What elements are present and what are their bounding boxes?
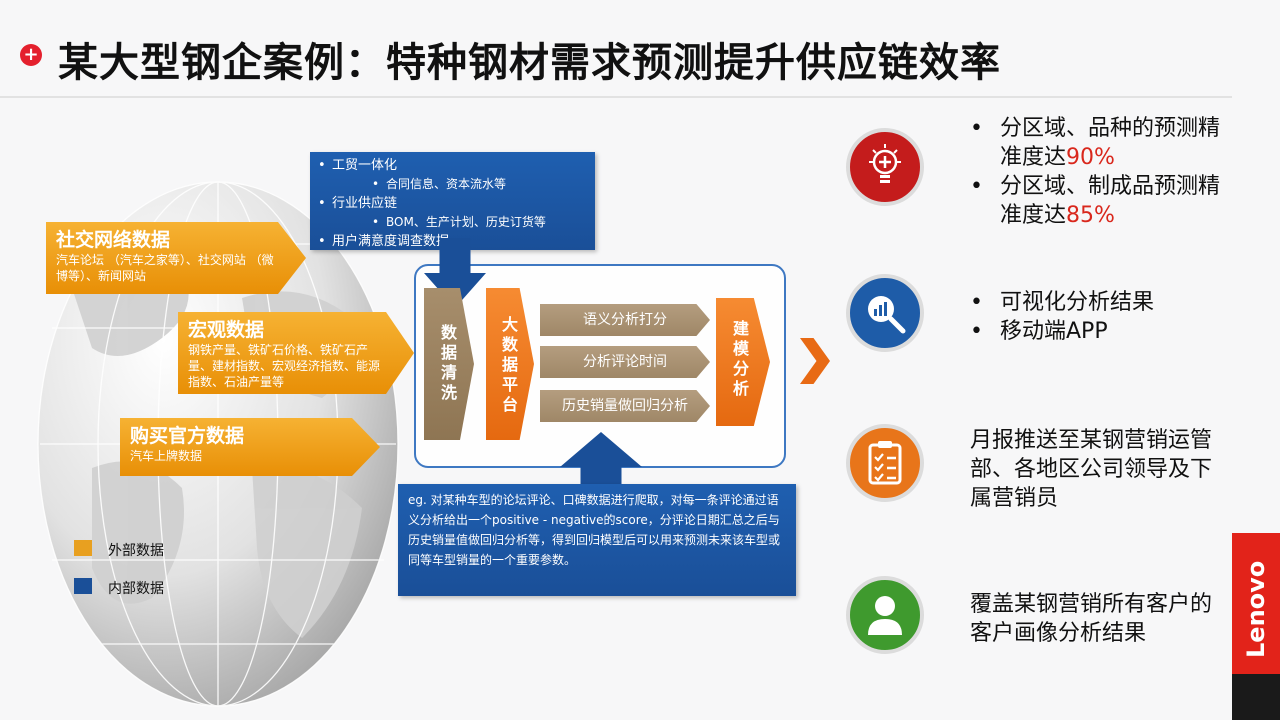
external-source-social: 社交网络数据 汽车论坛 （汽车之家等）、社交网站 （微博等）、新闻网站 — [46, 222, 306, 294]
process-step-time: 分析评论时间 — [540, 346, 710, 378]
result-customer-profile: 覆盖某钢营销所有客户的客户画像分析结果 — [970, 592, 1213, 646]
external-source-detail: 汽车论坛 （汽车之家等）、社交网站 （微博等）、新闻网站 — [56, 253, 274, 283]
example-box: eg. 对某种车型的论坛评论、口碑数据进行爬取，对每一条评论通过语义分析给出一个… — [398, 484, 796, 596]
external-source-official: 购买官方数据 汽车上牌数据 — [120, 418, 380, 476]
result-visualization: •可视化分析结果 •移动端APP — [970, 290, 1155, 344]
legend-external-swatch — [74, 540, 92, 556]
magnifier-chart-icon — [846, 274, 924, 352]
internal-item: •行业供应链 — [318, 196, 398, 211]
process-step-semantic: 语义分析打分 — [540, 304, 710, 336]
legend-external-label: 外部数据 — [108, 543, 164, 559]
title-plus-icon: + — [20, 44, 42, 66]
title-divider — [0, 96, 1232, 98]
external-source-macro: 宏观数据 钢铁产量、铁矿石价格、铁矿石产量、建材指数、宏观经济指数、能源指数、石… — [178, 312, 414, 394]
external-source-heading: 社交网络数据 — [56, 229, 171, 251]
user-icon — [846, 576, 924, 654]
brand-bar-base — [1232, 674, 1280, 720]
external-source-detail: 钢铁产量、铁矿石价格、铁矿石产量、建材指数、宏观经济指数、能源指数、石油产量等 — [188, 343, 381, 389]
external-source-heading: 购买官方数据 — [130, 425, 245, 447]
internal-subitem: •BOM、生产计划、历史订货等 — [372, 215, 546, 229]
legend-internal-swatch — [74, 578, 92, 594]
internal-item: •用户满意度调查数据 — [318, 234, 450, 249]
internal-item: •工贸一体化 — [318, 158, 398, 173]
lightbulb-icon — [846, 128, 924, 206]
legend-internal-label: 内部数据 — [108, 581, 164, 597]
external-source-detail: 汽车上牌数据 — [130, 449, 203, 463]
internal-data-box: •工贸一体化 •合同信息、资本流水等 •行业供应链 •BOM、生产计划、历史订货… — [310, 152, 595, 250]
internal-subitem: •合同信息、资本流水等 — [372, 177, 507, 191]
result-accuracy: •分区域、品种的预测精准度达90% •分区域、制成品预测精准度达85% — [970, 116, 1221, 228]
external-source-heading: 宏观数据 — [188, 319, 265, 341]
process-step-regression: 历史销量做回归分析 — [540, 390, 710, 422]
page-title: 某大型钢企案例：特种钢材需求预测提升供应链效率 — [58, 40, 1001, 86]
clipboard-icon — [846, 424, 924, 502]
lenovo-logo: Lenovo — [1242, 560, 1270, 658]
chevron-right-icon — [800, 338, 830, 384]
result-monthly-report: 月报推送至某钢营销运管部、各地区公司领导及下属营销员 — [970, 428, 1213, 511]
